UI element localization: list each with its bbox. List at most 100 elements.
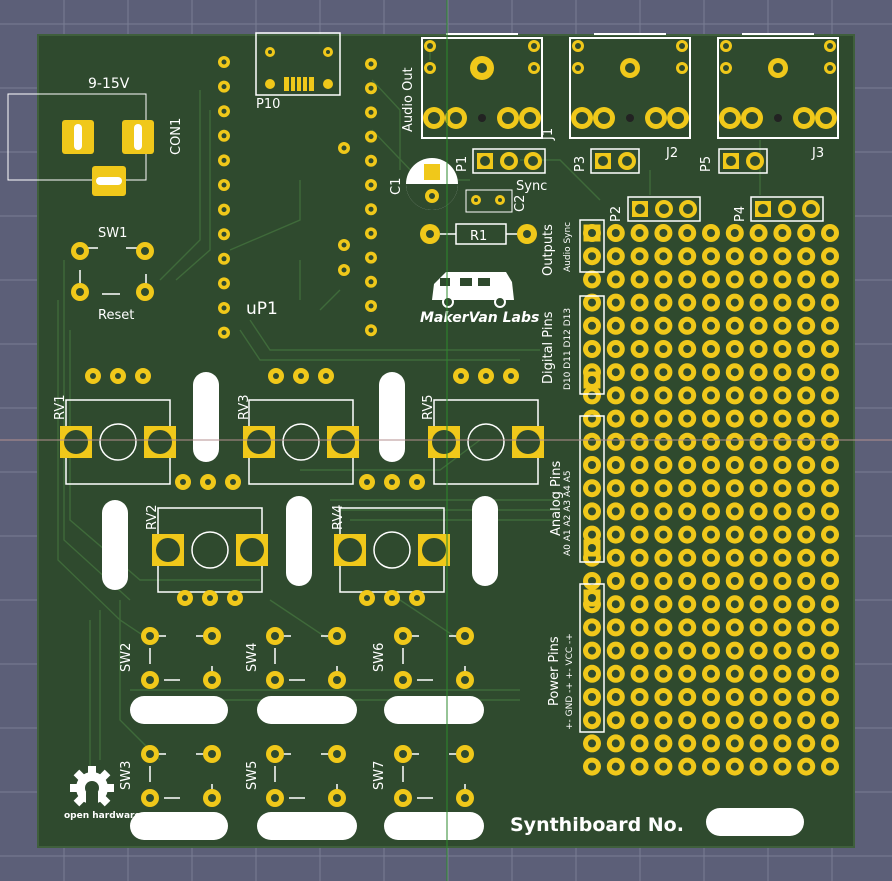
proto-hole — [725, 340, 744, 358]
proto-hole — [725, 502, 744, 521]
header-p5 — [718, 148, 768, 174]
header-p3 — [590, 148, 640, 174]
sync-label: Sync — [516, 179, 547, 194]
proto-hole — [583, 525, 601, 544]
proto-hole — [583, 757, 601, 776]
jack-pin-pad — [741, 107, 763, 129]
proto-hole — [702, 340, 720, 358]
pot-rv2 — [152, 507, 268, 606]
proto-hole — [583, 247, 601, 266]
switch-sw2 — [141, 627, 221, 689]
proto-hole — [725, 270, 744, 289]
proto-hole — [606, 664, 625, 683]
switch-pad — [203, 627, 221, 645]
mcu-pin — [218, 129, 230, 142]
potentiometers — [60, 368, 544, 606]
proto-hole — [773, 316, 792, 335]
mcu-pin — [218, 105, 230, 118]
makervan-van-logo — [432, 272, 514, 308]
proto-hole — [749, 340, 768, 358]
proto-hole — [797, 664, 816, 683]
proto-hole — [725, 479, 744, 498]
proto-hole — [821, 595, 839, 614]
proto-hole — [797, 456, 816, 474]
mcu-pin — [365, 106, 377, 119]
p4-ref-label: P4 — [733, 206, 748, 222]
proto-hole — [654, 409, 673, 428]
proto-hole — [702, 757, 720, 776]
mcu-pin — [338, 264, 350, 276]
pot-pin — [478, 368, 494, 384]
proto-hole — [630, 734, 649, 753]
proto-hole — [797, 270, 816, 289]
proto-hole — [630, 247, 649, 266]
proto-hole — [821, 711, 839, 730]
proto-hole — [749, 363, 768, 382]
p3-ref-label: P3 — [573, 156, 588, 172]
j2-ref-label: J2 — [665, 146, 678, 161]
proto-hole — [725, 641, 744, 660]
proto-hole — [606, 247, 625, 266]
proto-hole — [797, 618, 816, 637]
proto-hole — [821, 618, 839, 637]
jack-mount-pad — [424, 40, 436, 52]
proto-hole — [725, 432, 744, 451]
proto-hole — [702, 572, 720, 590]
switch-pad — [203, 789, 221, 807]
header-pin-1 — [583, 224, 601, 242]
proto-hole — [821, 641, 839, 660]
proto-hole — [583, 316, 601, 335]
proto-hole — [630, 456, 649, 474]
jack-mount-pad — [528, 40, 540, 52]
proto-hole — [797, 688, 816, 706]
mcu-pin — [218, 179, 230, 191]
proto-hole — [821, 340, 839, 358]
sw5-ref-label: SW5 — [245, 761, 260, 790]
proto-hole — [725, 525, 744, 544]
proto-hole — [678, 479, 697, 498]
proto-hole — [797, 432, 816, 451]
mcu-pin — [365, 227, 377, 240]
pot-lug — [418, 534, 450, 566]
proto-hole — [654, 734, 673, 753]
proto-hole — [583, 340, 601, 358]
proto-hole — [654, 664, 673, 683]
proto-hole — [702, 456, 720, 474]
pot-pin — [318, 368, 334, 384]
proto-hole — [630, 340, 649, 358]
proto-hole — [630, 409, 649, 428]
pot-rv4 — [334, 507, 450, 606]
proto-hole — [773, 688, 792, 706]
proto-hole — [678, 409, 697, 428]
jack-pin-pad — [645, 107, 667, 129]
jack-mount-pad — [676, 40, 688, 52]
proto-hole — [606, 316, 625, 335]
proto-hole — [821, 432, 839, 451]
proto-hole — [702, 409, 720, 428]
proto-hole — [773, 432, 792, 451]
proto-hole — [725, 618, 744, 637]
tactile-switches — [141, 627, 474, 807]
proto-hole — [702, 386, 720, 405]
jack-mount-pad — [424, 62, 436, 74]
proto-hole — [678, 595, 697, 614]
proto-hole — [797, 409, 816, 428]
proto-hole — [654, 711, 673, 730]
switch-pad — [456, 789, 474, 807]
proto-hole — [583, 711, 601, 730]
header-pin — [618, 152, 636, 170]
proto-hole — [630, 479, 649, 498]
jack-pin-pad — [519, 107, 541, 129]
proto-hole — [725, 711, 744, 730]
capacitor-c1 — [406, 158, 458, 210]
mcu-pin — [338, 142, 350, 154]
proto-hole — [654, 525, 673, 544]
proto-hole — [606, 757, 625, 776]
proto-hole — [773, 224, 792, 242]
reset-switch-sw1[interactable] — [71, 242, 154, 301]
proto-hole — [654, 572, 673, 590]
power-connector-con1 — [7, 93, 154, 196]
proto-hole — [749, 386, 768, 405]
header-pin — [746, 152, 764, 170]
